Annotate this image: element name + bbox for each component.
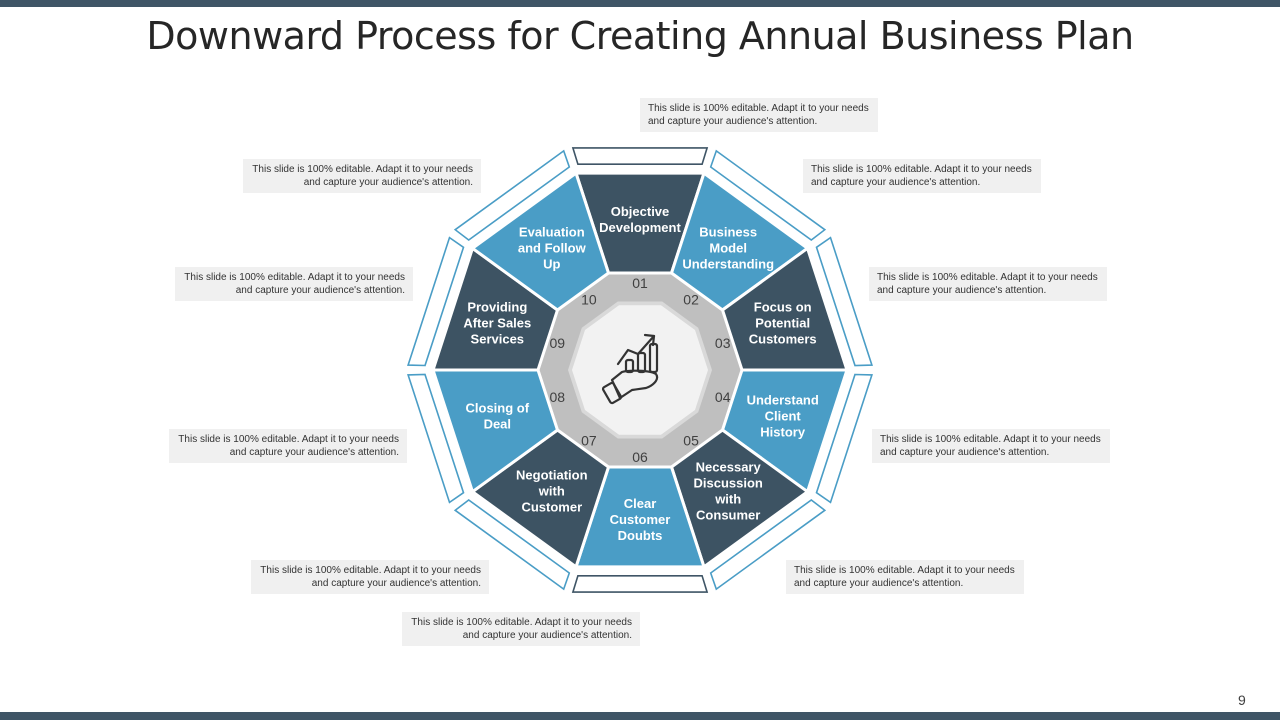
frame-segment-04 [815, 373, 873, 504]
frame-segment-05 [709, 499, 827, 591]
bottom-accent-bar [0, 712, 1280, 720]
step-label-line: Providing [467, 300, 527, 315]
frame-segment-02 [709, 149, 827, 241]
note-box-09: This slide is 100% editable. Adapt it to… [175, 267, 413, 301]
frame-segment-10 [453, 149, 571, 241]
step-label-line: Client [765, 408, 802, 423]
step-label-line: Consumer [696, 507, 760, 522]
hand-growth-chart-icon [601, 333, 659, 405]
frame-segment-01 [571, 147, 709, 165]
step-label-line: Services [471, 332, 525, 347]
page-number: 9 [1238, 692, 1246, 708]
frame-segment-03 [815, 236, 873, 367]
step-label-line: Discussion [694, 475, 763, 490]
note-box-06: This slide is 100% editable. Adapt it to… [402, 612, 640, 646]
note-box-01: This slide is 100% editable. Adapt it to… [640, 98, 878, 132]
step-number-02: 02 [683, 292, 699, 308]
step-label-line: Business [699, 225, 757, 240]
step-number-08: 08 [550, 389, 566, 405]
step-label-line: Up [543, 257, 560, 272]
frame-segment-08 [407, 373, 465, 504]
step-label-line: Potential [755, 316, 810, 331]
step-label-line: Negotiation [516, 467, 588, 482]
step-label-line: History [760, 424, 806, 439]
slide-title: Downward Process for Creating Annual Bus… [146, 14, 1134, 58]
step-label-line: Doubts [618, 528, 663, 543]
step-label-line: Evaluation [519, 225, 585, 240]
step-number-07: 07 [581, 432, 597, 448]
note-box-04: This slide is 100% editable. Adapt it to… [872, 429, 1110, 463]
step-number-09: 09 [550, 335, 566, 351]
step-label-line: Understanding [682, 257, 774, 272]
top-accent-bar [0, 0, 1280, 7]
step-number-05: 05 [683, 432, 699, 448]
step-label-line: Closing of [466, 400, 530, 415]
frame-segment-06 [571, 574, 709, 593]
step-label-line: Customers [749, 332, 817, 347]
frame-segment-09 [407, 236, 465, 367]
note-box-10: This slide is 100% editable. Adapt it to… [243, 159, 481, 193]
step-label-line: Necessary [696, 459, 762, 474]
step-number-06: 06 [632, 449, 648, 465]
step-number-10: 10 [581, 292, 597, 308]
step-number-03: 03 [715, 335, 731, 351]
step-label-line: Development [599, 220, 681, 235]
step-label-line: Customer [521, 499, 582, 514]
step-label-line: with [538, 483, 565, 498]
note-box-02: This slide is 100% editable. Adapt it to… [803, 159, 1041, 193]
note-box-08: This slide is 100% editable. Adapt it to… [169, 429, 407, 463]
note-box-03: This slide is 100% editable. Adapt it to… [869, 267, 1107, 301]
step-label-line: Objective [611, 204, 670, 219]
note-box-05: This slide is 100% editable. Adapt it to… [786, 560, 1024, 594]
step-number-01: 01 [632, 275, 648, 291]
step-label-line: Clear [624, 496, 657, 511]
step-label-line: with [714, 491, 741, 506]
step-label-line: and Follow [518, 241, 587, 256]
step-label-line: Deal [484, 416, 511, 431]
frame-segment-07 [453, 499, 571, 591]
step-label-line: Model [709, 241, 747, 256]
step-label-line: After Sales [463, 316, 531, 331]
step-label-line: Customer [610, 512, 671, 527]
step-number-04: 04 [715, 389, 731, 405]
step-label-line: Understand [747, 392, 819, 407]
step-segment-10 [469, 170, 611, 312]
step-label-line: Focus on [754, 300, 812, 315]
note-box-07: This slide is 100% editable. Adapt it to… [251, 560, 489, 594]
